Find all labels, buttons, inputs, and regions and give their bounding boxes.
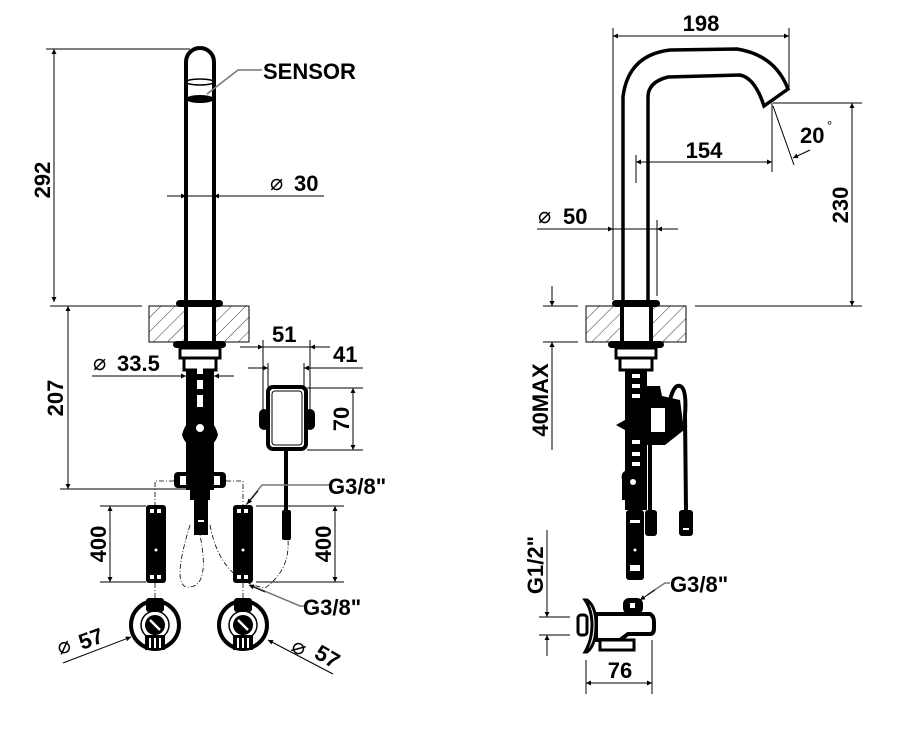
dim-valve-57-left: ⌀ 57: [53, 623, 132, 664]
dim-207-label: 207: [43, 380, 68, 417]
diameter-symbol: ⌀: [53, 632, 74, 660]
diameter-symbol: ⌀: [93, 350, 106, 375]
deck-section-side: [585, 300, 687, 372]
outlet-thread-label: G3/8": [670, 572, 728, 597]
spout-body: [184, 46, 216, 300]
dim-57-right-label: 57: [311, 640, 345, 674]
dim-50-label: 50: [563, 204, 587, 229]
hose-right: [233, 505, 253, 583]
dim-valve-76: 76: [585, 640, 653, 694]
dim-reach-198: 198: [612, 11, 790, 300]
valve-left: [129, 598, 181, 651]
inlet-thread-top-label: G3/8": [328, 474, 386, 499]
dim-reach-154: 154: [635, 103, 773, 183]
sensor-callout: SENSOR: [206, 59, 356, 95]
sensor-label: SENSOR: [263, 59, 356, 84]
dim-400-left-label: 400: [86, 526, 111, 563]
dim-hose-400-right: 400: [256, 505, 344, 583]
diameter-symbol: ⌀: [538, 203, 551, 228]
dim-deck-40max: 40MAX: [528, 286, 578, 450]
dim-41-label: 41: [333, 342, 357, 367]
diameter-symbol: ⌀: [270, 170, 283, 195]
dim-57-left-label: 57: [75, 623, 107, 655]
angle-valve: [576, 598, 656, 654]
dim-292-label: 292: [30, 162, 55, 199]
side-mechanism: [616, 370, 693, 580]
dim-30-label: 30: [294, 171, 318, 196]
front-view: SENSOR 292 ⌀ 30: [30, 46, 386, 675]
dim-230-label: 230: [828, 187, 853, 224]
inlet-thread-bottom-label: G3/8": [303, 595, 361, 620]
dim-diameter-30: ⌀ 30: [167, 170, 324, 199]
dim-hose-400-left: 400: [86, 505, 146, 583]
dim-51-label: 51: [272, 322, 296, 347]
diameter-symbol: ⌀: [288, 633, 312, 661]
dim-length-207: 207: [43, 305, 190, 490]
dim-valve-57-right: ⌀ 57: [267, 633, 345, 675]
dim-154-label: 154: [686, 138, 723, 163]
dim-angle-20: 20 °: [772, 105, 832, 166]
valve-right: [217, 598, 269, 651]
dim-height-230: 230: [695, 102, 862, 307]
dim-height-292: 292: [30, 48, 190, 302]
dim-control-box-41: 41: [248, 342, 363, 390]
side-view: 198 154 20 ° 230 ⌀ 5: [523, 11, 862, 694]
dim-diameter-50: ⌀ 50: [537, 203, 678, 296]
dim-thread-g1-2: G1/2": [523, 530, 570, 656]
spout-profile: [621, 47, 791, 300]
dim-76-label: 76: [608, 658, 632, 683]
dim-40max-label: 40MAX: [528, 363, 553, 437]
connection-lines: [154, 480, 289, 600]
dim-20-label: 20: [800, 123, 824, 148]
outlet-thread-callout: G3/8": [639, 572, 728, 601]
dim-g1-2-label: G1/2": [523, 536, 548, 594]
dim-33-5-label: 33.5: [117, 351, 160, 376]
inlet-thread-top-callout: G3/8": [245, 474, 386, 506]
degree-symbol: °: [827, 118, 832, 133]
hose-left: [146, 505, 166, 583]
dim-70-label: 70: [329, 407, 354, 431]
dim-control-box-70: 70: [307, 387, 363, 451]
deck-section: [148, 300, 250, 372]
control-box: [259, 385, 315, 540]
dim-400-right-label: 400: [311, 526, 336, 563]
dim-198-label: 198: [683, 11, 720, 36]
inlet-thread-bottom-callout: G3/8": [248, 584, 361, 620]
shank-assembly: [174, 366, 226, 535]
dim-control-box-51: 51: [240, 322, 330, 410]
